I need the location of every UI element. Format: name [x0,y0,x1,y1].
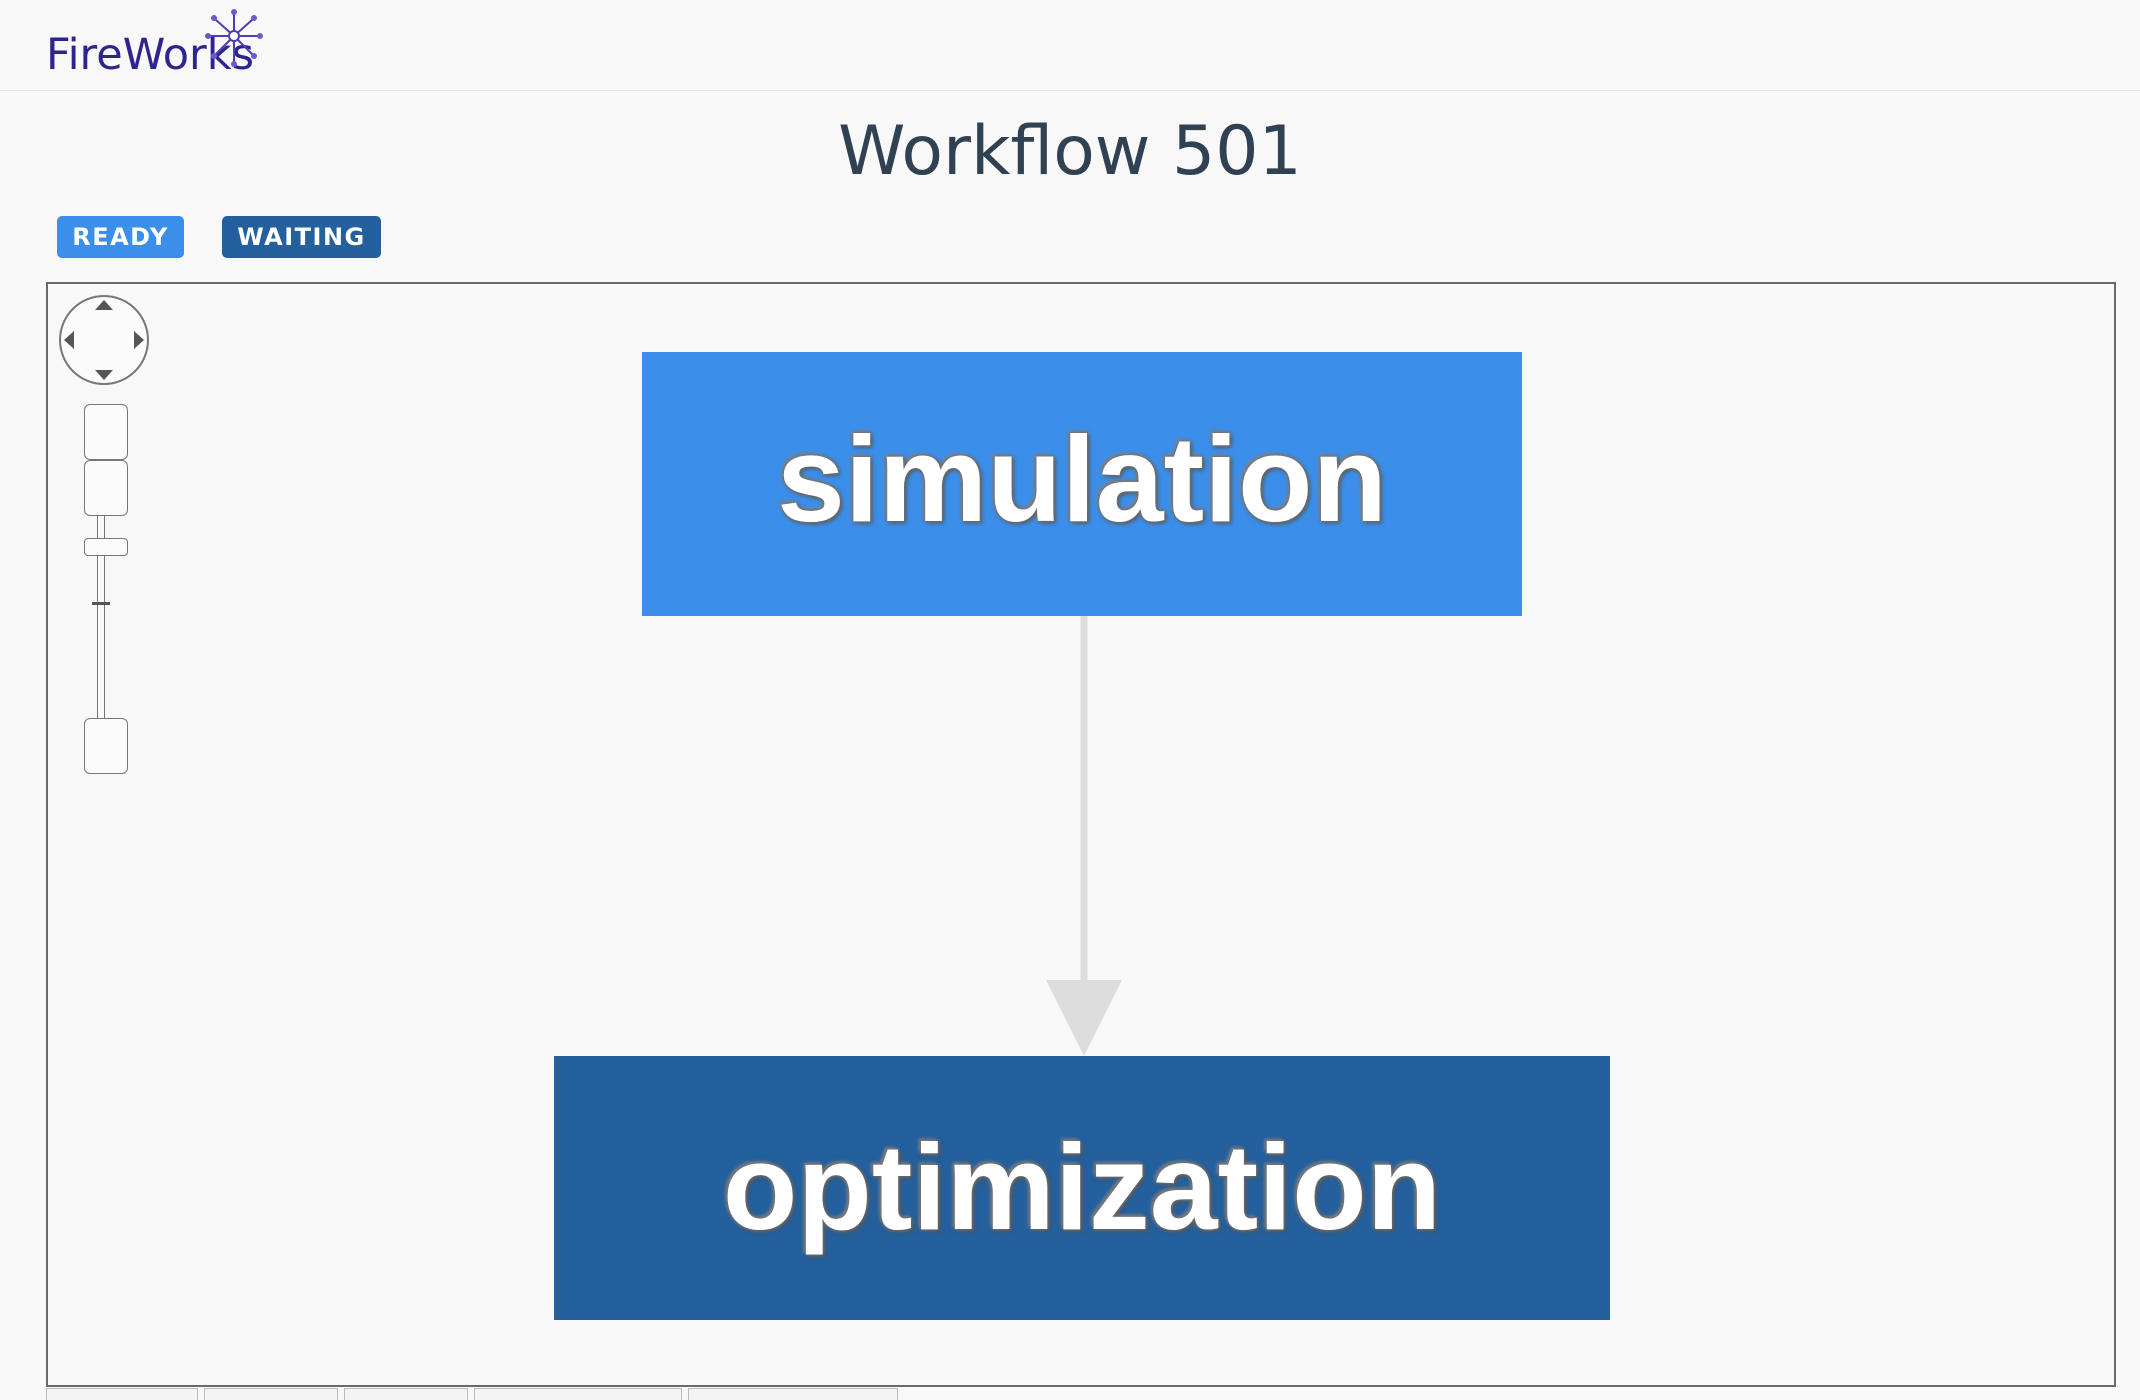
bottom-tab[interactable] [688,1388,898,1400]
zoom-out-button[interactable] [84,460,128,516]
bottom-tab[interactable] [474,1388,682,1400]
bottom-tab[interactable] [46,1388,198,1400]
fireworks-logo[interactable]: FireWorks [44,6,274,82]
zoom-in-button[interactable] [84,404,128,460]
waiting-state-button[interactable]: WAITING [222,216,381,258]
node-optimization[interactable]: optimization [554,1056,1610,1320]
fireworks-burst-icon [205,9,263,67]
node-simulation[interactable]: simulation [642,352,1522,616]
pan-navigator-icon[interactable] [58,294,150,386]
zoom-slider-handle[interactable] [84,538,128,556]
graph-edge-simulation-optimization [1046,616,1122,1056]
ready-state-button[interactable]: READY [57,216,184,258]
zoom-reset-button[interactable] [84,718,128,774]
bottom-tab-strip [46,1388,946,1400]
bottom-tab[interactable] [204,1388,338,1400]
top-bar: FireWorks [0,0,2140,91]
node-label: optimization [722,1119,1442,1255]
workflow-graph-canvas[interactable]: simulation optimization [46,282,2116,1387]
logo-text: FireWorks [46,30,255,80]
page-title: Workflow 501 [838,112,1302,191]
node-label: simulation [776,411,1388,547]
zoom-slider-tick [92,602,110,605]
zoom-slider-track[interactable] [97,516,105,718]
bottom-tab[interactable] [344,1388,468,1400]
